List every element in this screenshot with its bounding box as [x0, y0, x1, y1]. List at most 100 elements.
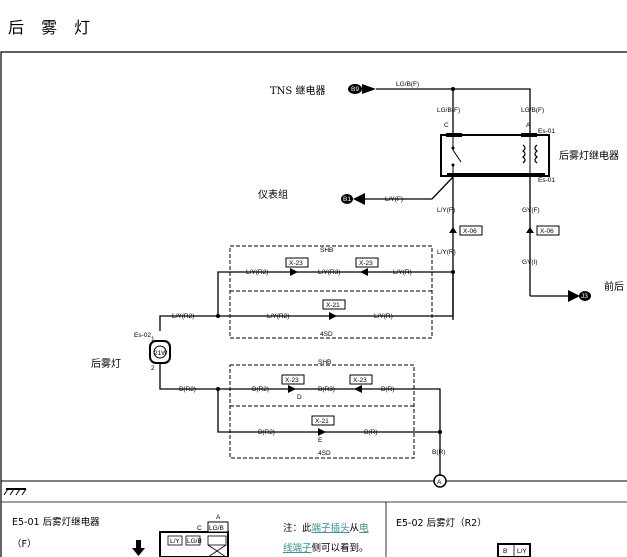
junction-x23-b: [355, 257, 379, 268]
junction-x21-a: [322, 299, 346, 310]
junction-x21-b: [311, 415, 335, 426]
junction-x06-b: [536, 225, 560, 236]
wire-tns-to-a: [453, 88, 531, 133]
relay-connector-code-top: Es-01: [538, 128, 555, 135]
wire-label-b-r2-a: B(R2): [252, 386, 269, 393]
junction-arrow: [290, 268, 298, 276]
pin-a-label: A: [526, 122, 531, 129]
wire-label-ly-r2-b: L/Y(R2): [267, 313, 289, 320]
ground-symbol: [3, 488, 27, 496]
wire-label-ly-r3: L/Y(R3): [318, 269, 340, 276]
svg-text:X-06: X-06: [540, 228, 554, 235]
variant-shb-top: SHB: [320, 247, 333, 254]
pin-c-label: C: [444, 122, 449, 129]
svg-text:X-23: X-23: [353, 377, 367, 384]
junction-arrow: [288, 385, 296, 393]
legend-relay-side: （F）: [12, 538, 36, 550]
junction-x23-a: [285, 257, 309, 268]
wire-label-b-r3: B(R3): [318, 386, 335, 393]
legend-relay-title: E5-01 后雾灯继电器: [12, 516, 100, 528]
right-connector-icon: J3: [568, 290, 591, 302]
svg-text:X-23: X-23: [285, 377, 299, 384]
wire-b-4sd: [217, 389, 440, 433]
ground-point: [433, 474, 447, 488]
svg-text:X-21: X-21: [326, 302, 340, 309]
svg-text:X-06: X-06: [463, 228, 477, 235]
lamp-connector-code: Es-02: [134, 332, 151, 339]
svg-text:X-21: X-21: [315, 418, 329, 425]
lamp-pin-2: 2: [151, 365, 155, 372]
diagram-frame: [0, 51, 627, 557]
junction-dot: [438, 430, 442, 434]
junction-arrow: [526, 227, 534, 233]
lamp-pin-d: D: [297, 394, 302, 401]
down-arrow-icon: [132, 540, 145, 556]
front-rear-label: 前后: [604, 280, 624, 293]
variant-4sd-bottom: 4SD: [318, 450, 331, 457]
link-terminal[interactable]: 端子: [312, 522, 332, 534]
lamp-connector-face: [497, 543, 531, 557]
wire-label-b-r2-b: B(R2): [258, 429, 275, 436]
legend-cell-lgb2: LG/B: [187, 538, 202, 545]
legend-lamp-title: E5-02 后雾灯（R2）: [396, 517, 487, 529]
rear-fog-relay: [440, 133, 550, 177]
rear-fog-relay-label: 后雾灯继电器: [559, 149, 619, 162]
legend-lamp-cell-ly: L/Y: [517, 548, 527, 555]
junction-x23-d: [349, 374, 373, 385]
cluster-connector-icon: B1: [341, 193, 365, 205]
variant-shb-bottom: SHB: [318, 359, 331, 366]
wire-label-b-r-b: B(R): [364, 429, 377, 436]
junction-arrow: [354, 385, 362, 393]
junction-arrow: [360, 268, 368, 276]
cluster-connector-ref: B1: [343, 196, 351, 203]
legend-lamp-cell-b: B: [503, 548, 507, 555]
wire-label-b-r2-left: B(R2): [179, 386, 196, 393]
legend-note-line1: 注：此端子插头从电: [283, 522, 369, 534]
lamp-pin-1: 1: [151, 336, 155, 343]
link-electric[interactable]: 电: [359, 522, 369, 534]
wire-label-ly-r-a: L/Y(R): [393, 269, 412, 276]
wire-label-ly-r-b: L/Y(R): [374, 313, 393, 320]
rear-fog-lamp-label: 后雾灯: [91, 358, 121, 370]
relay-connector-code-bottom: Es-01: [538, 177, 555, 184]
wire-label-ly-f-cluster: L/Y(F): [385, 196, 403, 203]
wire-b-lamp: [159, 363, 218, 390]
wire-label-lgb-f: LG/B(F): [396, 81, 419, 88]
wire-label-gy-i: GY(I): [522, 259, 538, 266]
junction-dot: [216, 387, 220, 391]
legend-cell-ly: L/Y: [170, 538, 180, 545]
link-wire-terminal[interactable]: 线端子: [283, 542, 312, 554]
relay-connector-face: [159, 521, 229, 557]
junction-arrow: [329, 312, 337, 320]
instrument-cluster-label: 仪表组: [258, 188, 288, 201]
variant-box-lower: [229, 364, 415, 459]
variant-4sd-top: 4SD: [320, 331, 333, 338]
page-title: 后 雾 灯: [8, 18, 97, 37]
wire-ly-lamp: [159, 315, 218, 331]
link-plug[interactable]: 插头: [331, 522, 350, 534]
legend-pin-a: A: [216, 514, 221, 521]
wire-label-lgb-f-c: LG/B(F): [437, 107, 460, 114]
legend-pin-c: C: [197, 525, 202, 532]
wire-label-b-r-down: B(R): [432, 449, 445, 456]
wire-ly-4sd: [218, 272, 454, 317]
junction-x23-c: [281, 374, 305, 385]
ground-point-ref: A: [437, 479, 442, 486]
wire-ly-shb: [217, 271, 453, 316]
lamp-pin-e: E: [318, 437, 323, 444]
wire-label-b-r-a: B(R): [381, 386, 394, 393]
svg-text:X-23: X-23: [289, 260, 303, 267]
lamp-spec: 21W: [154, 350, 168, 357]
junction-arrow: [318, 428, 326, 436]
junction-x06-a: [459, 225, 483, 236]
variant-box-upper: [229, 245, 433, 339]
wire-cluster: [365, 176, 454, 200]
svg-text:X-23: X-23: [359, 260, 373, 267]
legend-note-line2: 线端子侧可以看到。: [283, 542, 369, 554]
tns-connector-ref: B9: [351, 86, 359, 93]
wire-label-gy-f: GY(F): [522, 207, 540, 214]
wire-label-ly-f-down: L/Y(F): [437, 207, 455, 214]
right-connector-ref: J3: [581, 293, 588, 300]
tns-connector-icon: B9: [348, 84, 376, 94]
